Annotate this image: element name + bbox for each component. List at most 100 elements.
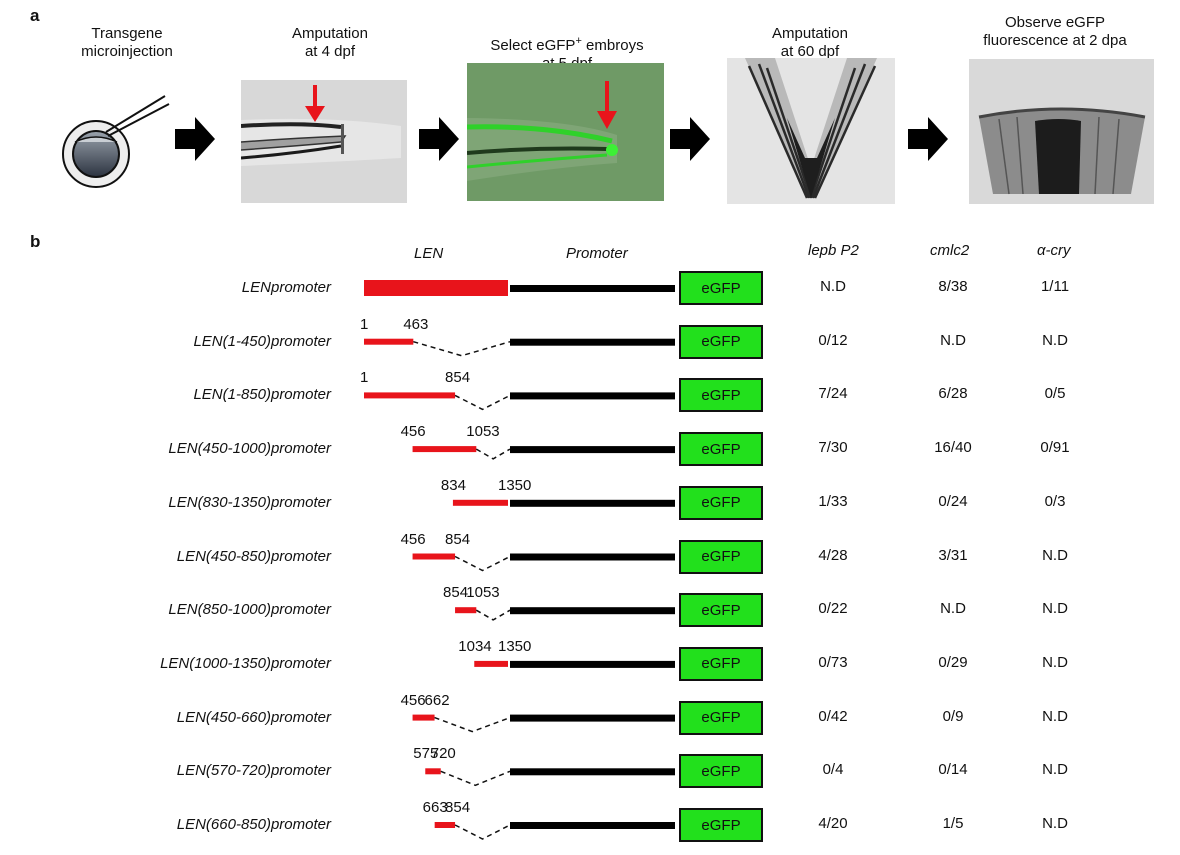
deletion-dashed-link [475, 609, 511, 621]
promoter-bar [510, 607, 675, 615]
count-acry: N.D [1042, 815, 1068, 832]
len-segment-bar [425, 768, 441, 775]
construct-name: LEN(660-850)promoter [176, 816, 331, 833]
end-coordinate-label: 463 [403, 315, 429, 333]
header-promoter: Promoter [566, 245, 628, 262]
start-coordinate-label: 1 [360, 369, 369, 387]
end-coordinate-label: 854 [445, 799, 471, 816]
count-cmlc2: 1/5 [942, 815, 964, 832]
count-lepb: 7/24 [818, 385, 848, 403]
count-lepb: N.D [820, 278, 846, 295]
promoter-bar [510, 392, 675, 400]
end-coordinate-label: 1350 [498, 637, 532, 655]
start-coordinate-label: 854 [443, 584, 469, 602]
construct-name: LEN(450-660)promoter [176, 708, 331, 726]
deletion-dashed-link [475, 448, 511, 460]
end-coordinate-label: 854 [445, 530, 471, 548]
start-coordinate-label: 1034 [458, 637, 492, 655]
count-cmlc2: 16/40 [934, 439, 972, 457]
count-cmlc2: 8/38 [938, 278, 968, 295]
construct-name: LENpromoter [241, 279, 331, 296]
embryo-injection-illustration [62, 95, 170, 188]
count-acry: 1/11 [1040, 278, 1070, 295]
count-lepb: 0/42 [818, 707, 848, 725]
deletion-dashed-link [454, 394, 511, 411]
regenerating-fin-photo [969, 59, 1154, 204]
step-label-amputation-4dpf: Amputation at 4 dpf [292, 25, 368, 60]
deletion-dashed-link [454, 824, 511, 840]
deletion-dashed-link [413, 340, 511, 357]
promoter-bar [510, 285, 675, 292]
end-coordinate-label: 1053 [466, 423, 500, 441]
promoter-bar [510, 553, 675, 561]
egfp-reporter-box: eGFP [679, 271, 763, 305]
len-segment-bar [364, 392, 456, 399]
construct-name: LEN(1-850)promoter [193, 386, 331, 404]
promoter-bar [510, 822, 675, 829]
start-coordinate-label: 456 [400, 423, 426, 441]
end-coordinate-label: 854 [445, 369, 471, 387]
construct-name: LEN(1000-1350)promoter [160, 654, 331, 672]
deletion-dashed-link [454, 555, 511, 572]
egfp-reporter-box: eGFP [679, 539, 763, 574]
egfp-reporter-box: eGFP [679, 324, 763, 359]
start-coordinate-label: 834 [440, 476, 466, 494]
count-lepb: 4/28 [818, 546, 848, 564]
count-acry: N.D [1042, 761, 1068, 779]
larval-tail-amputation-photo [241, 80, 407, 203]
len-segment-bar [412, 714, 435, 721]
count-acry: N.D [1042, 653, 1068, 671]
count-acry: N.D [1042, 707, 1068, 725]
count-cmlc2: 0/9 [942, 707, 964, 725]
egfp-reporter-box: eGFP [679, 646, 763, 681]
flow-arrow-2 [419, 117, 459, 161]
promoter-bar [510, 768, 675, 776]
count-acry: 0/3 [1044, 492, 1066, 510]
construct-name: LEN(450-1000)promoter [168, 440, 331, 458]
count-cmlc2: 0/29 [938, 653, 968, 671]
count-acry: 0/5 [1044, 385, 1066, 403]
egfp-reporter-box: eGFP [679, 808, 763, 842]
adult-caudal-fin-photo [727, 58, 895, 204]
construct-name: LEN(450-850)promoter [176, 547, 331, 565]
count-cmlc2: 0/24 [938, 492, 968, 510]
deletion-dashed-link [440, 770, 511, 787]
start-coordinate-label: 575 [413, 745, 439, 763]
count-cmlc2: N.D [940, 600, 966, 618]
end-coordinate-label: 1053 [466, 584, 500, 602]
count-cmlc2: 0/14 [938, 761, 968, 779]
step-label-microinjection: Transgene microinjection [81, 25, 173, 60]
end-coordinate-label: 720 [430, 745, 456, 763]
len-segment-bar [364, 338, 414, 345]
egfp-reporter-box: eGFP [679, 754, 763, 789]
header-len: LEN [414, 245, 444, 262]
start-coordinate-label: 456 [400, 530, 426, 548]
promoter-bar [510, 660, 675, 668]
len-segment-bar [364, 280, 508, 296]
promoter-bar [510, 338, 675, 346]
promoter-bar [510, 446, 675, 454]
count-cmlc2: 6/28 [938, 385, 968, 403]
count-lepb: 4/20 [818, 815, 848, 832]
count-acry: 0/91 [1040, 439, 1070, 457]
construct-name: LEN(830-1350)promoter [168, 493, 331, 511]
start-coordinate-label: 663 [422, 799, 448, 816]
len-segment-bar [452, 499, 508, 506]
promoter-bar [510, 714, 675, 722]
header-alpha-cry: α-cry [1037, 242, 1071, 259]
flow-arrow-3 [670, 117, 710, 161]
count-cmlc2: N.D [940, 331, 966, 349]
egfp-reporter-box: eGFP [679, 593, 763, 628]
end-coordinate-label: 662 [424, 691, 450, 709]
step-label-amputation-60dpf: Amputation at 60 dpf [772, 25, 848, 60]
count-lepb: 1/33 [818, 492, 848, 510]
panel-a-letter: a [30, 6, 40, 25]
deletion-dashed-link [434, 716, 511, 733]
flow-arrow-1 [175, 117, 215, 161]
count-acry: N.D [1042, 546, 1068, 564]
egfp-reporter-box: eGFP [679, 700, 763, 735]
len-segment-bar [412, 553, 456, 560]
egfp-reporter-box: eGFP [679, 378, 763, 413]
start-coordinate-label: 456 [400, 691, 426, 709]
